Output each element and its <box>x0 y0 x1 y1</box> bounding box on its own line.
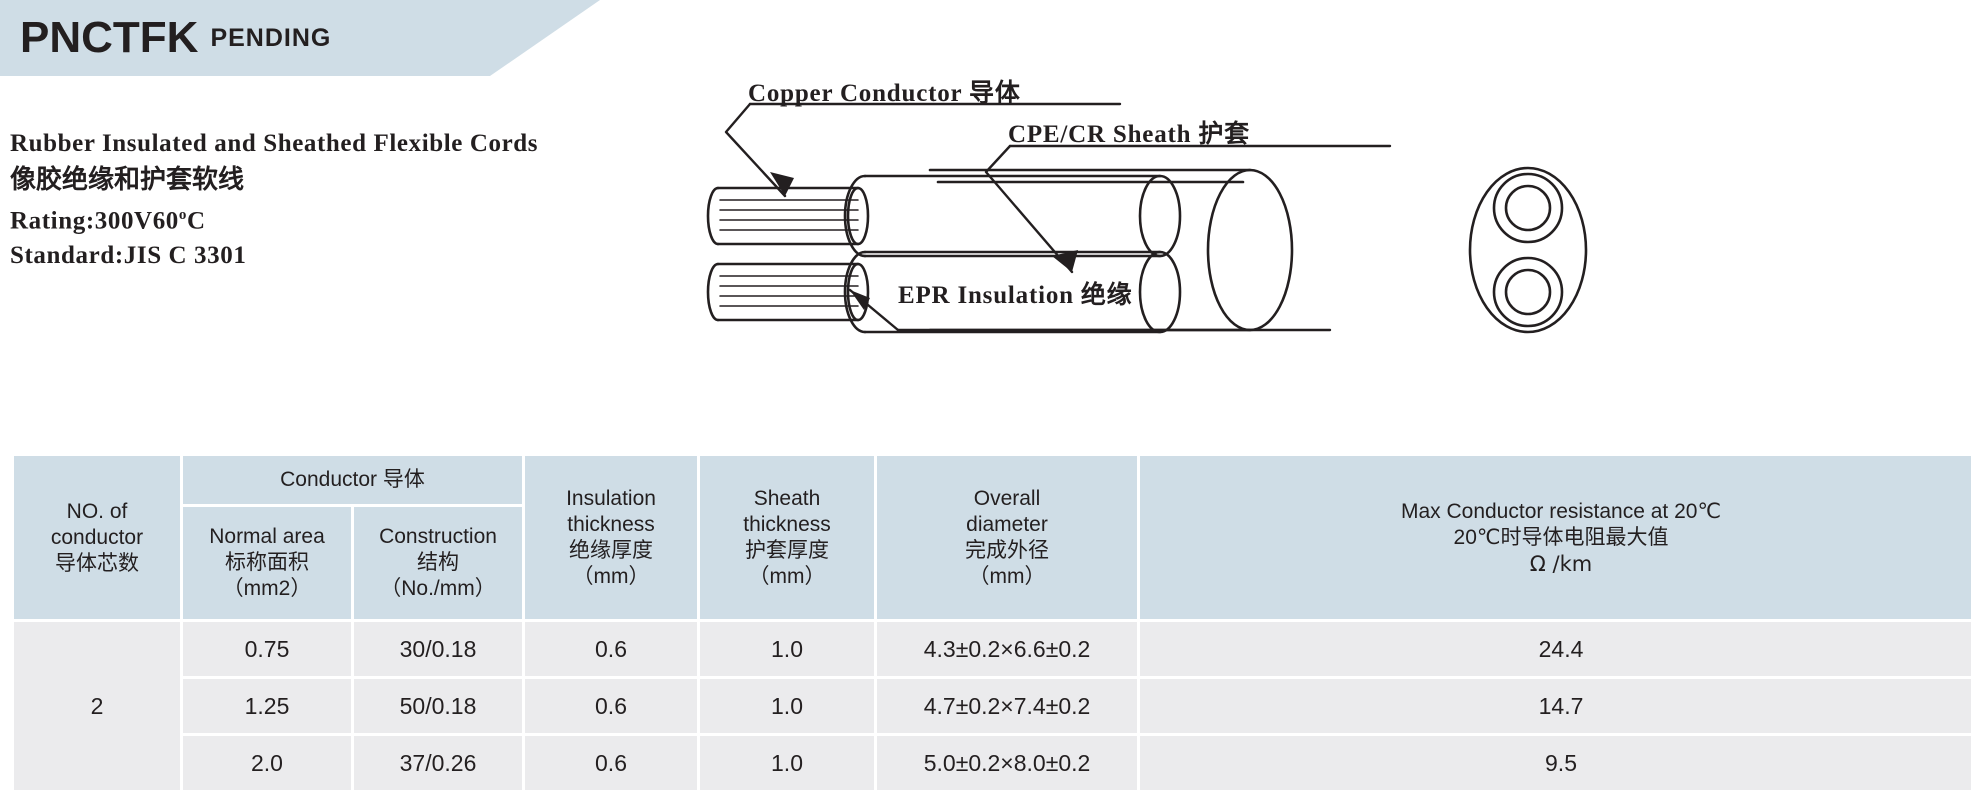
cross-section-insulation-upper <box>1492 172 1564 244</box>
cell-construction: 50/0.18 <box>354 679 523 733</box>
header-max-resistance: Max Conductor resistance at 20℃ 20℃时导体电阻… <box>1140 456 1971 619</box>
arrowhead-conductor <box>770 172 794 196</box>
header-max-resistance-line-3: Ω /km <box>1529 551 1593 576</box>
cross-section-core-lower <box>1504 268 1552 316</box>
cell-construction: 30/0.18 <box>354 622 523 676</box>
conductor-upper-right-cap <box>846 186 860 246</box>
table-row: 2 0.75 30/0.18 0.6 1.0 4.3±0.2×6.6±0.2 2… <box>14 622 1971 790</box>
header-no-of-conductor: NO. of conductor 导体芯数 <box>14 456 180 619</box>
leader-arrowheads <box>770 172 1078 310</box>
insulation-upper-left-cap <box>843 174 867 258</box>
conductor-upper-left-cap <box>706 186 720 246</box>
header-overall-diameter: Overall diameter 完成外径 （mm） <box>877 456 1138 619</box>
sheath-outline <box>928 168 1294 332</box>
cell-insulation-thickness: 0.6 <box>525 736 698 790</box>
header-overall-diameter-line-4: （mm） <box>968 564 1046 588</box>
sheath-cap <box>1206 168 1252 332</box>
product-code: PNCTFK <box>20 13 199 62</box>
cable-diagram: Copper Conductor 导体 CPE/CR Sheath 护套 EPR… <box>690 60 1700 370</box>
header-normal-area-line-3: （mm2） <box>222 577 312 600</box>
header-insulation-thickness-line-1: Insulation <box>566 486 656 510</box>
header-sheath-thickness: Sheath thickness 护套厚度 （mm） <box>700 456 875 619</box>
description-rating: Rating:300V60oC <box>10 198 810 238</box>
cell-overall-diameter: 5.0±0.2×8.0±0.2 <box>877 736 1138 790</box>
status-badge: PENDING <box>210 23 332 52</box>
cell-max-resistance: 14.7 <box>1140 679 1971 733</box>
header-construction-line-2: 结构 <box>417 551 459 574</box>
header-insulation-thickness-line-4: （mm） <box>572 564 650 588</box>
description-title-cn: 像胶绝缘和护套软线 <box>10 165 245 194</box>
cell-conductor-count: 2 <box>14 622 180 790</box>
header-insulation-thickness-line-3: 绝缘厚度 <box>569 538 654 562</box>
header-no-of-conductor-line-3: 导体芯数 <box>55 551 139 575</box>
header-conductor-group: Conductor 导体 <box>183 456 523 504</box>
header-sheath-thickness-line-1: Sheath <box>753 486 821 510</box>
header-max-resistance-line-1: Max Conductor resistance at 20℃ <box>1400 499 1722 523</box>
diagram-label-sheath: CPE/CR Sheath 护套 <box>1008 121 1250 148</box>
header-banner <box>0 0 600 76</box>
cell-max-resistance: 9.5 <box>1140 736 1971 790</box>
cell-overall-diameter: 4.7±0.2×7.4±0.2 <box>877 679 1138 733</box>
header-insulation-thickness: Insulation thickness 绝缘厚度 （mm） <box>525 456 698 619</box>
cell-overall-diameter: 4.3±0.2×6.6±0.2 <box>877 622 1138 676</box>
cell-insulation-thickness: 0.6 <box>525 679 698 733</box>
table-header-row-1: NO. of conductor 导体芯数 Conductor 导体 Insul… <box>14 456 1971 619</box>
description-title-en: Rubber Insulated and Sheathed Flexible C… <box>10 130 539 157</box>
header-no-of-conductor-line-2: conductor <box>50 525 144 549</box>
rating-suffix: C <box>187 207 206 235</box>
diagram-label-conductor: Copper Conductor 导体 <box>748 80 1021 107</box>
conductor-lower-left-cap <box>706 262 720 322</box>
cell-sheath-thickness: 1.0 <box>700 679 875 733</box>
insulation-lower-right-cap <box>1138 250 1162 334</box>
header-normal-area: Normal area 标称面积 （mm2） <box>183 507 351 619</box>
conductor-lower-strands <box>719 275 859 307</box>
cell-normal-area: 1.25 <box>183 679 351 733</box>
header-overall-diameter-line-3: 完成外径 <box>965 538 1050 562</box>
header-normal-area-line-2: 标称面积 <box>225 551 309 574</box>
arrowhead-sheath <box>1052 250 1078 272</box>
cross-section-sheath <box>1468 166 1588 334</box>
conductor-lower-outline <box>716 262 870 322</box>
header-sheath-thickness-line-2: thickness <box>743 512 831 536</box>
description-standard: Standard:JIS C 3301 <box>10 242 247 270</box>
rating-prefix: Rating:300V60 <box>10 207 179 235</box>
cell-sheath-thickness: 1.0 <box>700 622 875 676</box>
table-row: 2.0 37/0.26 0.6 1.0 5.0±0.2×8.0±0.2 9.5 <box>14 736 1971 790</box>
cell-normal-area: 2.0 <box>183 736 351 790</box>
arrowhead-insulation <box>850 290 870 310</box>
header-banner-content: PNCTFK PENDING <box>0 0 331 76</box>
cell-construction: 37/0.26 <box>354 736 523 790</box>
header-no-of-conductor-line-1: NO. of <box>66 499 128 523</box>
cross-section-insulation-lower <box>1492 256 1564 328</box>
conductor-upper-outline <box>716 186 870 246</box>
diagram-label-insulation: EPR Insulation 绝缘 <box>898 282 1133 309</box>
header-sheath-thickness-line-3: 护套厚度 <box>745 538 830 562</box>
header-sheath-thickness-line-4: （mm） <box>748 564 826 588</box>
conductor-lower-right-cap <box>846 262 860 322</box>
specification-table: NO. of conductor 导体芯数 Conductor 导体 Insul… <box>11 453 1971 793</box>
header-normal-area-line-1: Normal area <box>209 525 325 548</box>
product-description: Rubber Insulated and Sheathed Flexible C… <box>10 126 810 273</box>
cell-sheath-thickness: 1.0 <box>700 736 875 790</box>
cable-diagram-svg <box>706 102 1588 334</box>
conductor-upper-strands <box>719 199 859 231</box>
cross-section-core-upper <box>1504 184 1552 232</box>
header-construction: Construction 结构 （No./mm） <box>354 507 523 619</box>
rating-degree-symbol: o <box>178 207 188 223</box>
header-construction-line-1: Construction <box>379 525 497 548</box>
insulation-upper-right-cap <box>1138 174 1162 258</box>
header-max-resistance-line-2: 20℃时导体电阻最大值 <box>1453 525 1669 549</box>
cell-max-resistance: 24.4 <box>1140 622 1971 676</box>
cell-insulation-thickness: 0.6 <box>525 622 698 676</box>
leader-sheath-line <box>984 144 1074 274</box>
table-header-row-2: Normal area 标称面积 （mm2） Construction 结构 （… <box>14 507 1971 619</box>
header-overall-diameter-line-1: Overall <box>973 486 1041 510</box>
insulation-lower-left-cap <box>843 250 867 334</box>
cell-normal-area: 0.75 <box>183 622 351 676</box>
leader-conductor-line <box>724 102 787 198</box>
table-row: 1.25 50/0.18 0.6 1.0 4.7±0.2×7.4±0.2 14.… <box>14 679 1971 733</box>
header-insulation-thickness-line-2: thickness <box>567 512 655 536</box>
header-overall-diameter-line-2: diameter <box>966 512 1048 536</box>
header-construction-line-3: （No./mm） <box>380 577 496 600</box>
